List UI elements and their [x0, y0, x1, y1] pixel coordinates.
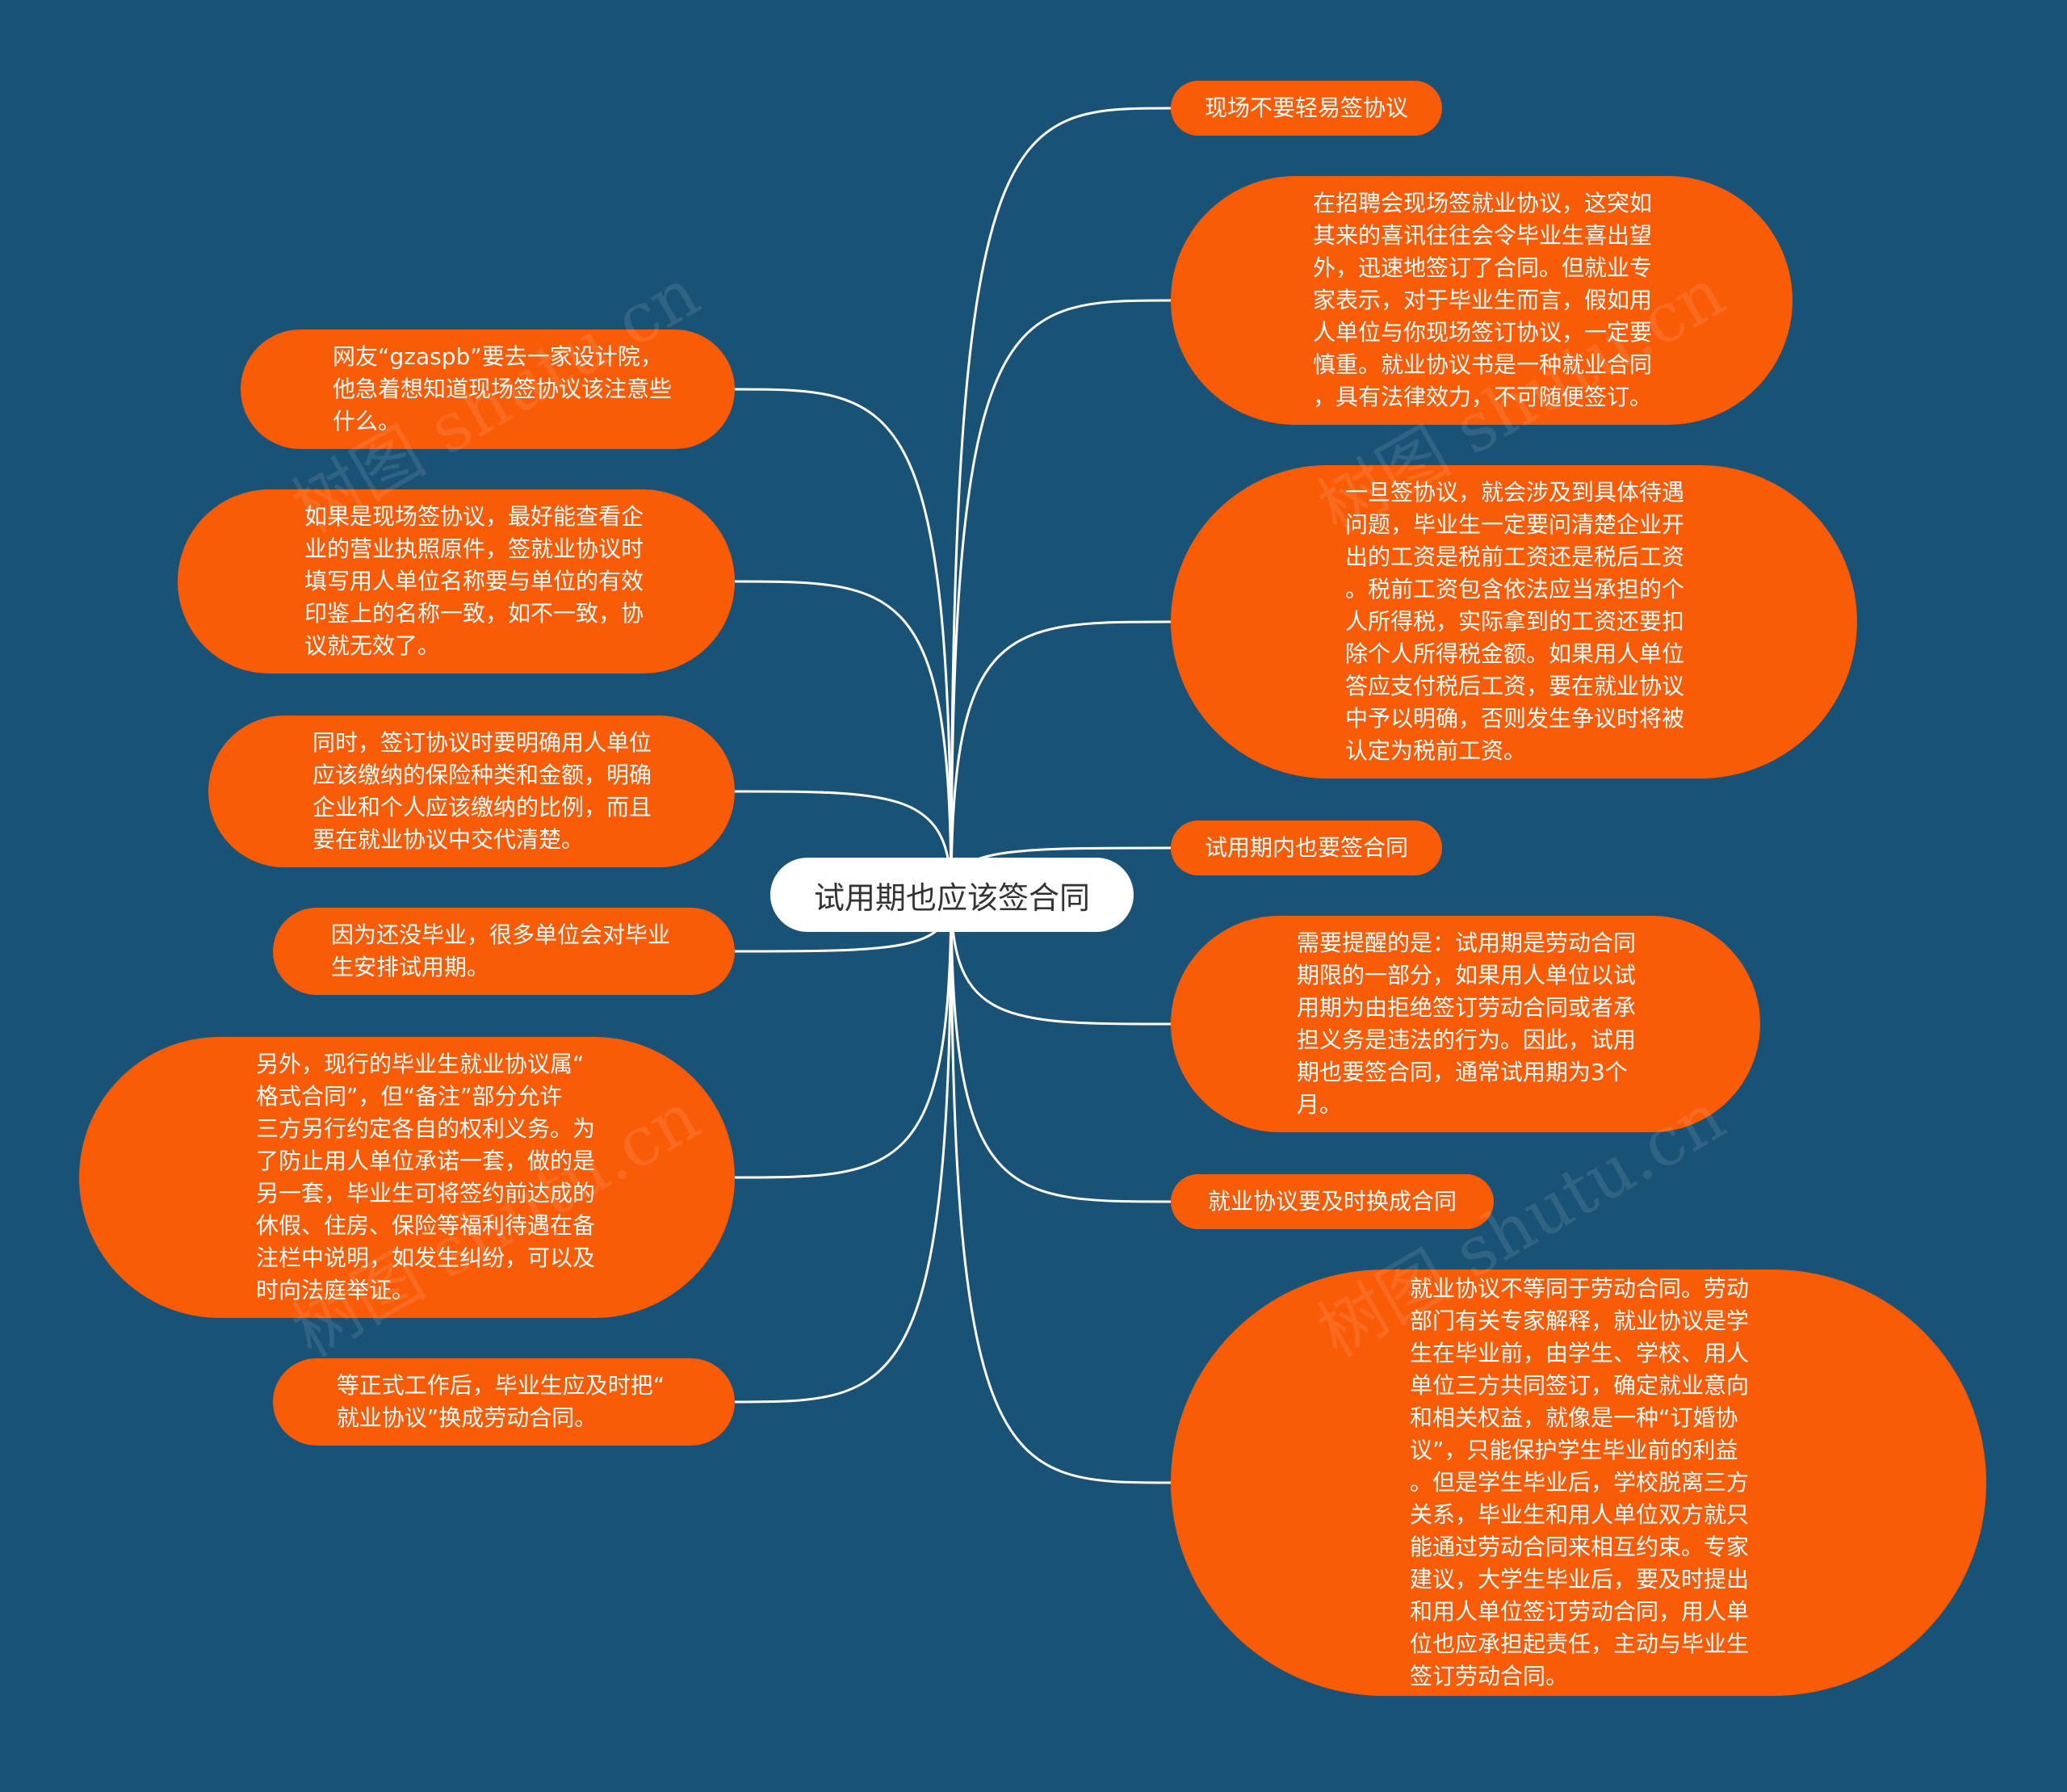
connector-5 [734, 894, 953, 1179]
right-node-3-text: 一旦签协议，就会涉及到具体待遇 问题，毕业生一定要问清楚企业开 出的工资是税前工… [1344, 479, 1684, 764]
left-node-6[interactable]: 等正式工作后，毕业生应及时把“ 就业协议”换成劳动合同。 [273, 1358, 735, 1446]
right-node-7[interactable]: 就业协议不等同于劳动合同。劳动 部门有关专家解释，就业协议是学 生在毕业前，由学… [1171, 1270, 1986, 1696]
connector-8 [950, 299, 1172, 896]
right-node-2-text: 在招聘会现场签就业协议，这突如 其来的喜讯往往会令毕业生喜出望 外，迅速地签订了… [1312, 190, 1652, 410]
left-node-5-text: 另外，现行的毕业生就业协议属“ 格式合同”，但“备注”部分允许 三方另行约定各自… [255, 1051, 595, 1303]
central-topic-text: 试用期也应该签合同 [813, 879, 1090, 916]
connector-6 [734, 894, 953, 1404]
left-node-4-text: 因为还没毕业，很多单位会对毕业 生安排试用期。 [330, 921, 670, 980]
left-node-3[interactable]: 同时，签订协议时要明确用人单位 应该缴纳的保险种类和金额，明确 企业和个人应该缴… [208, 716, 735, 867]
connector-9 [950, 620, 1172, 896]
connector-12 [950, 894, 1172, 1203]
connector-11 [950, 894, 1172, 1026]
left-node-4[interactable]: 因为还没毕业，很多单位会对毕业 生安排试用期。 [273, 908, 735, 995]
left-node-5[interactable]: 另外，现行的毕业生就业协议属“ 格式合同”，但“备注”部分允许 三方另行约定各自… [79, 1037, 735, 1318]
right-node-5[interactable]: 需要提醒的是：试用期是劳动合同 期限的一部分，如果用人单位以试 用期为由拒绝签订… [1171, 916, 1760, 1132]
connector-2 [734, 580, 953, 896]
connector-1 [734, 388, 953, 896]
connector-7 [950, 107, 1172, 896]
left-node-6-text: 等正式工作后，毕业生应及时把“ 就业协议”换成劳动合同。 [336, 1372, 665, 1431]
right-label-1[interactable]: 现场不要轻易签协议 [1171, 81, 1442, 136]
left-node-2[interactable]: 如果是现场签协议，最好能查看企 业的营业执照原件，签就业协议时 填写用人单位名称… [178, 489, 735, 674]
right-node-3[interactable]: 一旦签协议，就会涉及到具体待遇 问题，毕业生一定要问清楚企业开 出的工资是税前工… [1171, 465, 1857, 778]
connector-13 [950, 894, 1172, 1484]
right-label-6[interactable]: 就业协议要及时换成合同 [1171, 1174, 1494, 1229]
left-node-1-text: 网友“gzaspb”要去一家设计院， 他急着想知道现场签协议该注意些 什么。 [332, 343, 672, 434]
left-node-1[interactable]: 网友“gzaspb”要去一家设计院， 他急着想知道现场签协议该注意些 什么。 [241, 329, 735, 449]
right-node-7-text: 就业协议不等同于劳动合同。劳动 部门有关专家解释，就业协议是学 生在毕业前，由学… [1409, 1275, 1749, 1689]
right-node-2[interactable]: 在招聘会现场签就业协议，这突如 其来的喜讯往往会令毕业生喜出望 外，迅速地签订了… [1171, 176, 1792, 425]
right-label-4-text: 试用期内也要签合同 [1204, 834, 1408, 861]
right-node-5-text: 需要提醒的是：试用期是劳动合同 期限的一部分，如果用人单位以试 用期为由拒绝签订… [1296, 930, 1636, 1118]
left-node-3-text: 同时，签订协议时要明确用人单位 应该缴纳的保险种类和金额，明确 企业和个人应该缴… [312, 729, 652, 853]
right-label-1-text: 现场不要轻易签协议 [1204, 94, 1408, 121]
central-topic[interactable]: 试用期也应该签合同 [770, 858, 1134, 932]
right-label-4[interactable]: 试用期内也要签合同 [1171, 820, 1442, 875]
right-label-6-text: 就业协议要及时换成合同 [1207, 1188, 1457, 1215]
left-node-2-text: 如果是现场签协议，最好能查看企 业的营业执照原件，签就业协议时 填写用人单位名称… [304, 503, 644, 659]
